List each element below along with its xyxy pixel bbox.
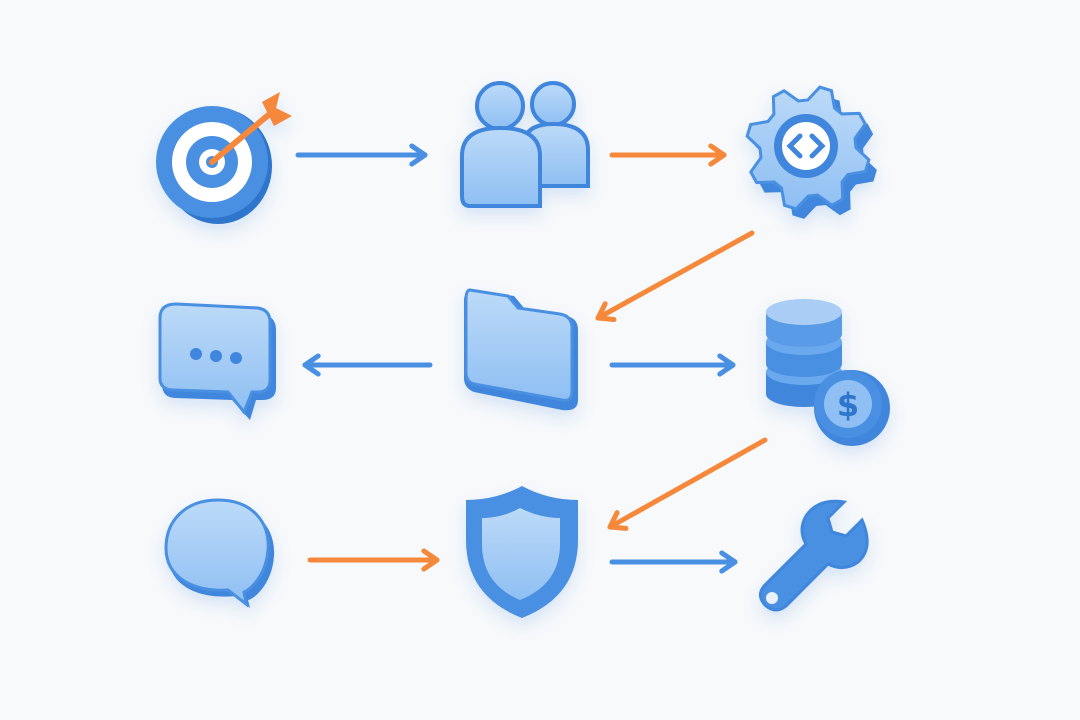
folder-icon <box>464 288 578 411</box>
arrow-head <box>719 550 738 574</box>
arrow-speech-to-shield <box>307 548 440 572</box>
target-icon <box>156 92 292 224</box>
arrow-users-to-gear <box>609 143 727 167</box>
arrow-shaft <box>607 437 768 530</box>
arrow-folder-to-chat <box>302 353 433 377</box>
database-coin-icon: $ <box>766 299 890 446</box>
users-icon <box>460 81 590 208</box>
arrow-head <box>708 143 727 167</box>
arrow-shield-to-wrench <box>609 550 738 574</box>
shield-icon <box>466 486 578 618</box>
arrow-shaft <box>595 230 755 321</box>
arrow-database-to-shield <box>607 437 768 531</box>
arrow-head <box>409 143 428 167</box>
arrow-head <box>302 353 321 377</box>
arrow-head <box>717 353 736 377</box>
arrow-target-to-users <box>295 143 428 167</box>
arrow-head <box>421 548 440 572</box>
svg-text:$: $ <box>837 386 859 424</box>
gear-code-icon <box>745 85 877 219</box>
arrow-gear-to-folder <box>595 230 755 323</box>
database-disk-top <box>766 299 842 325</box>
arrow-folder-to-database <box>609 353 736 377</box>
arrow-head <box>595 301 617 323</box>
wrench-icon <box>759 499 869 612</box>
arrow-head <box>607 510 629 531</box>
speech-bubble-icon <box>164 498 275 608</box>
chat-dots-icon <box>158 302 276 420</box>
